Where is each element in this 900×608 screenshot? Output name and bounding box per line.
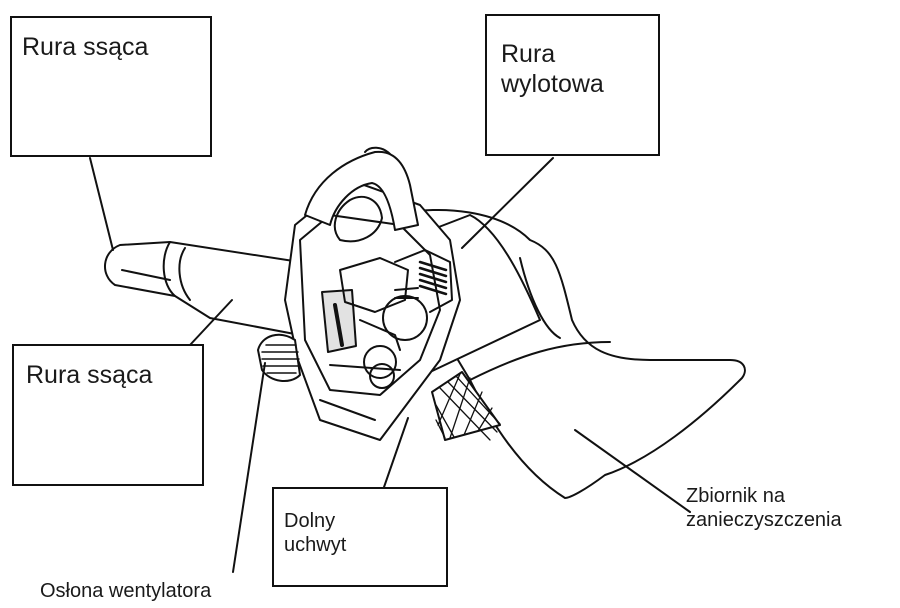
lower-handle-label: Dolny uchwyt xyxy=(284,509,346,557)
debris-bag-label: Zbiornik na zanieczyszczenia xyxy=(686,484,842,532)
intake-pipe-label-bottom: Rura ssąca xyxy=(26,360,152,390)
leader-fan-cover xyxy=(233,363,265,572)
intake-pipe-shape xyxy=(105,242,300,335)
intake-pipe-label-top: Rura ssąca xyxy=(22,32,148,62)
outlet-pipe-label-box: Rura wylotowa xyxy=(485,14,660,156)
lower-handle-label-box: Dolny uchwyt xyxy=(272,487,448,587)
leader-intake-top xyxy=(90,158,113,250)
intake-pipe-label-box-top: Rura ssąca xyxy=(10,16,212,157)
fan-cover-label: Osłona wentylatora xyxy=(40,579,211,603)
outlet-pipe-label: Rura wylotowa xyxy=(501,39,604,99)
intake-pipe-label-box-bottom: Rura ssąca xyxy=(12,344,204,486)
